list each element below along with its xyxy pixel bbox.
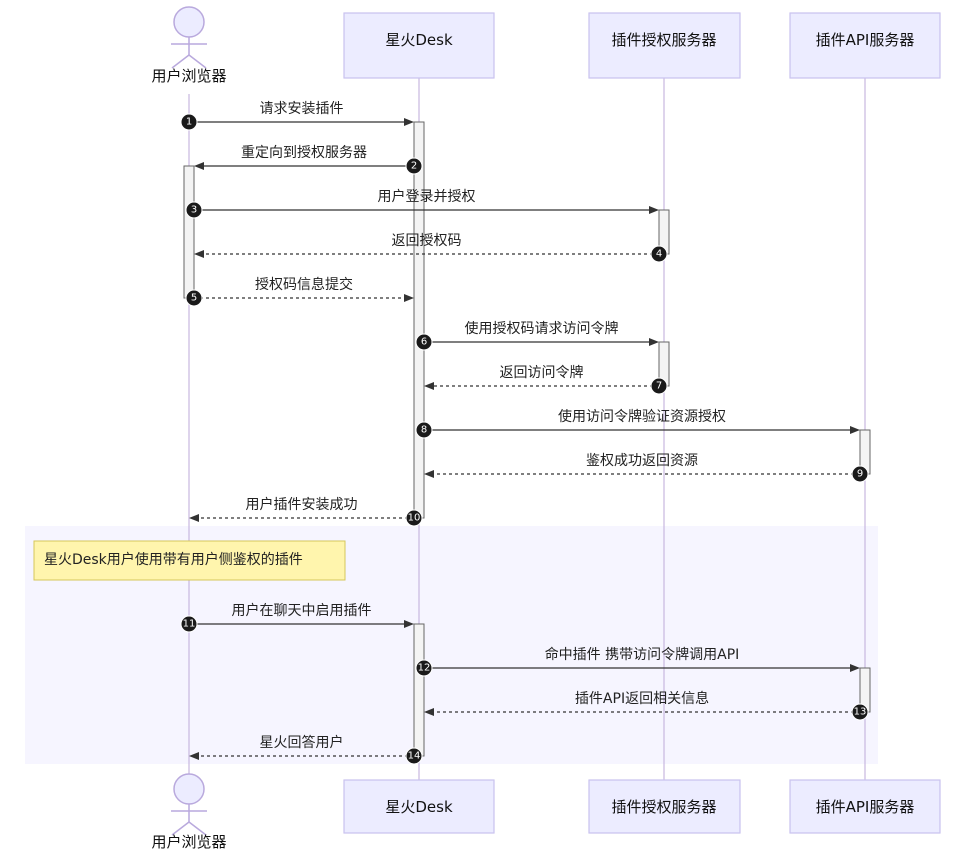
sequence-number: 12: [418, 663, 431, 674]
message-arrowhead: [404, 294, 414, 302]
sequence-number-badge: [185, 201, 203, 219]
message-label: 授权码信息提交: [255, 276, 353, 293]
message-arrowhead: [194, 250, 204, 258]
message-arrowhead: [424, 470, 434, 478]
actor-user-bottom: 用户浏览器: [151, 773, 227, 851]
actor-auth-top: 插件授权服务器: [588, 12, 741, 79]
sequence-number: 14: [408, 751, 421, 762]
activation-desk-1: [413, 121, 425, 519]
sequence-number: 4: [656, 249, 662, 260]
messages: 1 请求安装插件 2 重定向到授权服务器 3 用户登录并授权 4 返回授权码 5 授权码信息提交 6…: [180, 101, 869, 765]
sequence-number: 11: [183, 619, 196, 630]
message-arrowhead: [649, 338, 659, 346]
message-arrowhead: [649, 206, 659, 214]
actor-user-top: 用户浏览器: [151, 6, 227, 85]
message-arrowhead: [404, 620, 414, 628]
message-7: 7 返回访问令牌: [424, 364, 668, 395]
message-2: 2 重定向到授权服务器: [194, 145, 423, 175]
sequence-number: 8: [421, 425, 427, 436]
message-arrowhead: [424, 382, 434, 390]
message-12: 12 命中插件 携带访问令牌调用API: [415, 646, 860, 677]
message-label: 用户在聊天中启用插件: [232, 602, 372, 619]
message-label: 重定向到授权服务器: [241, 145, 367, 161]
message-label: 插件API返回相关信息: [575, 690, 709, 707]
sequence-number-badge: [415, 421, 433, 439]
message-label: 返回访问令牌: [500, 364, 584, 381]
actor-api-bottom: 插件API服务器: [789, 779, 941, 834]
sequence-number: 3: [191, 205, 197, 216]
message-4: 4 返回授权码: [194, 233, 668, 263]
note-text: 星火Desk用户使用带有用户侧鉴权的插件: [44, 551, 303, 568]
message-arrowhead: [189, 514, 199, 522]
message-1: 1 请求安装插件: [180, 101, 414, 131]
message-6: 6 使用授权码请求访问令牌: [415, 320, 659, 351]
sequence-number-badge: [851, 703, 869, 721]
sequence-number: 1: [186, 117, 192, 128]
message-arrowhead: [404, 118, 414, 126]
sequence-number-badge: [405, 747, 423, 765]
sequence-number: 10: [408, 513, 421, 524]
message-label: 返回授权码: [392, 233, 462, 249]
sequence-number-badge: [650, 245, 668, 263]
message-arrowhead: [424, 708, 434, 716]
sequence-number-badge: [415, 659, 433, 677]
actor-desk-top-label: 星火Desk: [385, 31, 453, 49]
actor-auth-top-label: 插件授权服务器: [611, 31, 716, 49]
actor-desk-bottom-label: 星火Desk: [385, 798, 453, 816]
sequence-number: 9: [857, 469, 863, 480]
sequence-number-badge: [405, 157, 423, 175]
message-label: 命中插件 携带访问令牌调用API: [545, 646, 740, 663]
message-9: 9 鉴权成功返回资源: [424, 453, 869, 483]
sequence-number-badge: [180, 615, 198, 633]
actor-user-top-label: 用户浏览器: [151, 67, 226, 85]
message-label: 星火回答用户: [260, 734, 344, 751]
message-5: 5 授权码信息提交: [185, 276, 414, 307]
actor-api-top-label: 插件API服务器: [816, 31, 915, 49]
message-11: 11 用户在聊天中启用插件: [180, 602, 414, 633]
sequence-number-badge: [185, 289, 203, 307]
message-arrowhead: [194, 162, 204, 170]
message-arrowhead: [189, 752, 199, 760]
message-label: 请求安装插件: [260, 101, 344, 117]
activation-user-1: [183, 165, 195, 299]
sequence-number-badge: [415, 333, 433, 351]
message-10: 10 用户插件安装成功: [189, 496, 423, 527]
sequence-number-badge: [180, 113, 198, 131]
actor-user-bottom-label: 用户浏览器: [151, 833, 226, 851]
actor-auth-bottom: 插件授权服务器: [588, 779, 741, 834]
sequence-number: 5: [191, 293, 197, 304]
sequence-number: 6: [421, 337, 427, 348]
message-label: 用户登录并授权: [378, 188, 476, 205]
message-label: 用户插件安装成功: [246, 496, 358, 513]
message-label: 鉴权成功返回资源: [586, 453, 698, 469]
sequence-number: 7: [656, 381, 662, 392]
actor-desk-top: 星火Desk: [343, 12, 495, 79]
sequence-number: 2: [411, 161, 417, 172]
message-13: 13 插件API返回相关信息: [424, 690, 869, 721]
actor-api-bottom-label: 插件API服务器: [816, 798, 915, 816]
message-label: 使用访问令牌验证资源授权: [558, 408, 726, 425]
message-3: 3 用户登录并授权: [185, 188, 659, 219]
actor-desk-bottom: 星火Desk: [343, 779, 495, 834]
sequence-number-badge: [851, 465, 869, 483]
actor-auth-bottom-label: 插件授权服务器: [611, 798, 716, 816]
message-arrowhead: [850, 664, 860, 672]
sequence-number-badge: [405, 509, 423, 527]
activation-desk-2: [413, 623, 425, 757]
sequence-number: 13: [854, 707, 867, 718]
message-arrowhead: [850, 426, 860, 434]
message-14: 14 星火回答用户: [189, 734, 423, 765]
sequence-number-badge: [650, 377, 668, 395]
note: 星火Desk用户使用带有用户侧鉴权的插件: [33, 540, 346, 581]
actor-api-top: 插件API服务器: [789, 12, 941, 79]
message-label: 使用授权码请求访问令牌: [465, 320, 619, 337]
message-8: 8 使用访问令牌验证资源授权: [415, 408, 860, 439]
